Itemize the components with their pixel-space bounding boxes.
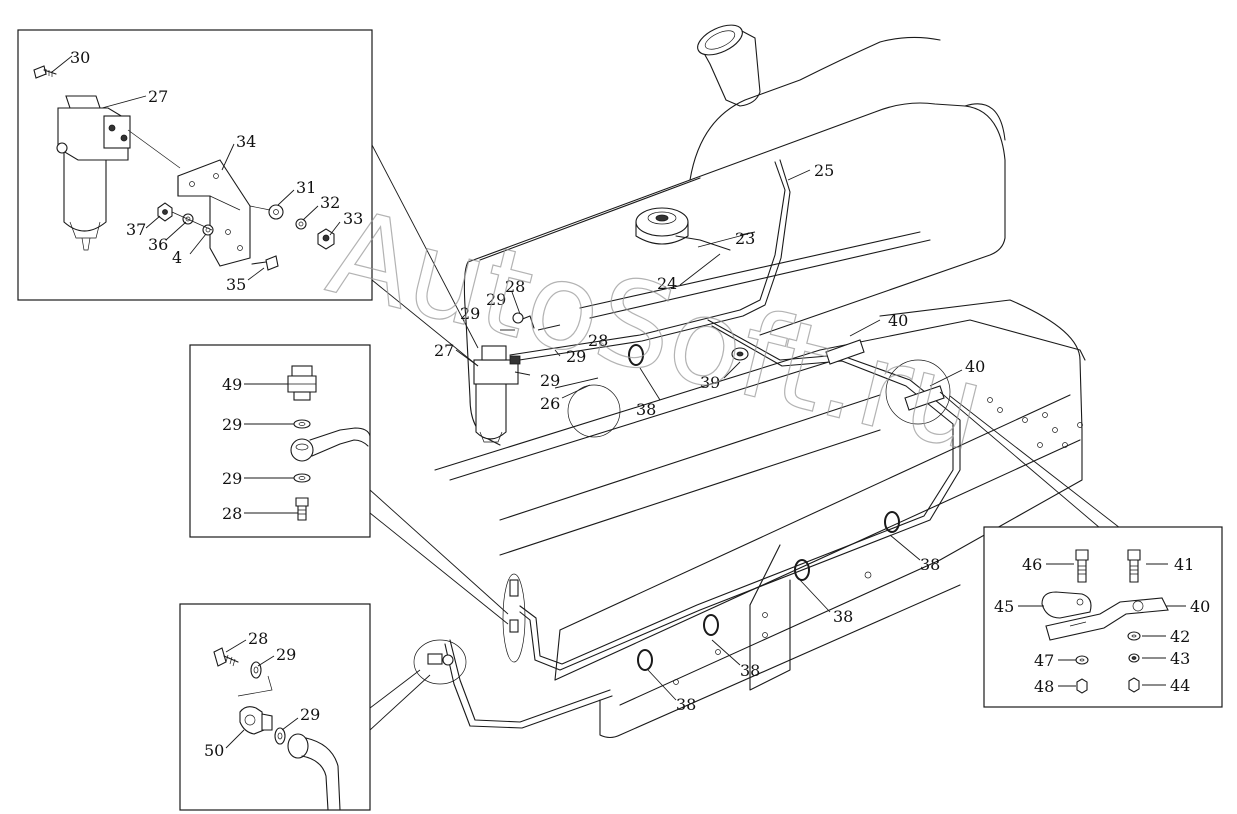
callout-23: 23 bbox=[735, 229, 755, 248]
inset-clamp-bracket: 46 41 45 40 42 47 43 48 44 bbox=[983, 526, 1223, 708]
callout-31: 31 bbox=[296, 178, 316, 197]
chassis-frame bbox=[434, 299, 1086, 739]
callout-43: 43 bbox=[1170, 649, 1190, 668]
fuel-lines bbox=[413, 159, 961, 729]
callout-32: 32 bbox=[320, 193, 340, 212]
callout-50: 50 bbox=[204, 741, 224, 760]
callout-37: 37 bbox=[126, 220, 146, 239]
callout-28-banjo: 28 bbox=[222, 504, 242, 523]
fuel-filter bbox=[473, 312, 535, 443]
fuel-tank bbox=[463, 24, 1006, 446]
callout-29-banjo-a: 29 bbox=[222, 415, 242, 434]
inset-filter-bracket: 30 27 34 31 32 33 37 36 4 35 bbox=[17, 29, 373, 301]
callout-29-banjo-b: 29 bbox=[222, 469, 242, 488]
callout-29-conn-b: 29 bbox=[300, 705, 320, 724]
callout-30: 30 bbox=[70, 48, 90, 67]
callout-29-main-d: 29 bbox=[540, 371, 560, 390]
callout-40-b: 40 bbox=[965, 357, 985, 376]
callout-40-clamp: 40 bbox=[1190, 597, 1210, 616]
callout-28-main-a: 28 bbox=[505, 277, 525, 296]
callout-48: 48 bbox=[1034, 677, 1054, 696]
callout-39: 39 bbox=[700, 373, 720, 392]
inset-connectors bbox=[369, 144, 1121, 731]
callout-33: 33 bbox=[343, 209, 363, 228]
callout-41: 41 bbox=[1174, 555, 1194, 574]
callout-24: 24 bbox=[657, 274, 677, 293]
inset-banjo-fitting: 49 29 29 28 bbox=[189, 344, 371, 538]
callout-45: 45 bbox=[994, 597, 1014, 616]
callout-40-a: 40 bbox=[888, 311, 908, 330]
callout-28-main-b: 28 bbox=[588, 331, 608, 350]
callout-29-main-c: 29 bbox=[566, 347, 586, 366]
callout-4: 4 bbox=[172, 248, 182, 267]
callout-29-main-b: 29 bbox=[460, 304, 480, 323]
callout-34: 34 bbox=[236, 132, 256, 151]
callout-35: 35 bbox=[226, 275, 246, 294]
callout-26: 26 bbox=[540, 394, 560, 413]
callout-25: 25 bbox=[814, 161, 834, 180]
callout-38-c: 38 bbox=[833, 607, 853, 626]
callout-29-conn-a: 29 bbox=[276, 645, 296, 664]
callout-44: 44 bbox=[1170, 676, 1190, 695]
callout-28-conn: 28 bbox=[248, 629, 268, 648]
main-assembly: 23 24 25 26 27 28 28 29 29 29 29 38 38 3… bbox=[369, 24, 1121, 739]
callout-49: 49 bbox=[222, 375, 242, 394]
callout-27: 27 bbox=[148, 87, 168, 106]
callout-38-b: 38 bbox=[920, 555, 940, 574]
callout-42: 42 bbox=[1170, 627, 1190, 646]
callout-46: 46 bbox=[1022, 555, 1042, 574]
callout-38-e: 38 bbox=[676, 695, 696, 714]
callout-29-main-a: 29 bbox=[486, 290, 506, 309]
callout-27-main: 27 bbox=[434, 341, 454, 360]
callout-47: 47 bbox=[1034, 651, 1054, 670]
callout-38-d: 38 bbox=[740, 661, 760, 680]
callout-36: 36 bbox=[148, 235, 168, 254]
callout-38-a: 38 bbox=[636, 400, 656, 419]
inset-connector: 28 29 29 50 bbox=[179, 603, 371, 811]
main-callouts: 23 24 25 26 27 28 28 29 29 29 29 38 38 3… bbox=[434, 161, 985, 714]
